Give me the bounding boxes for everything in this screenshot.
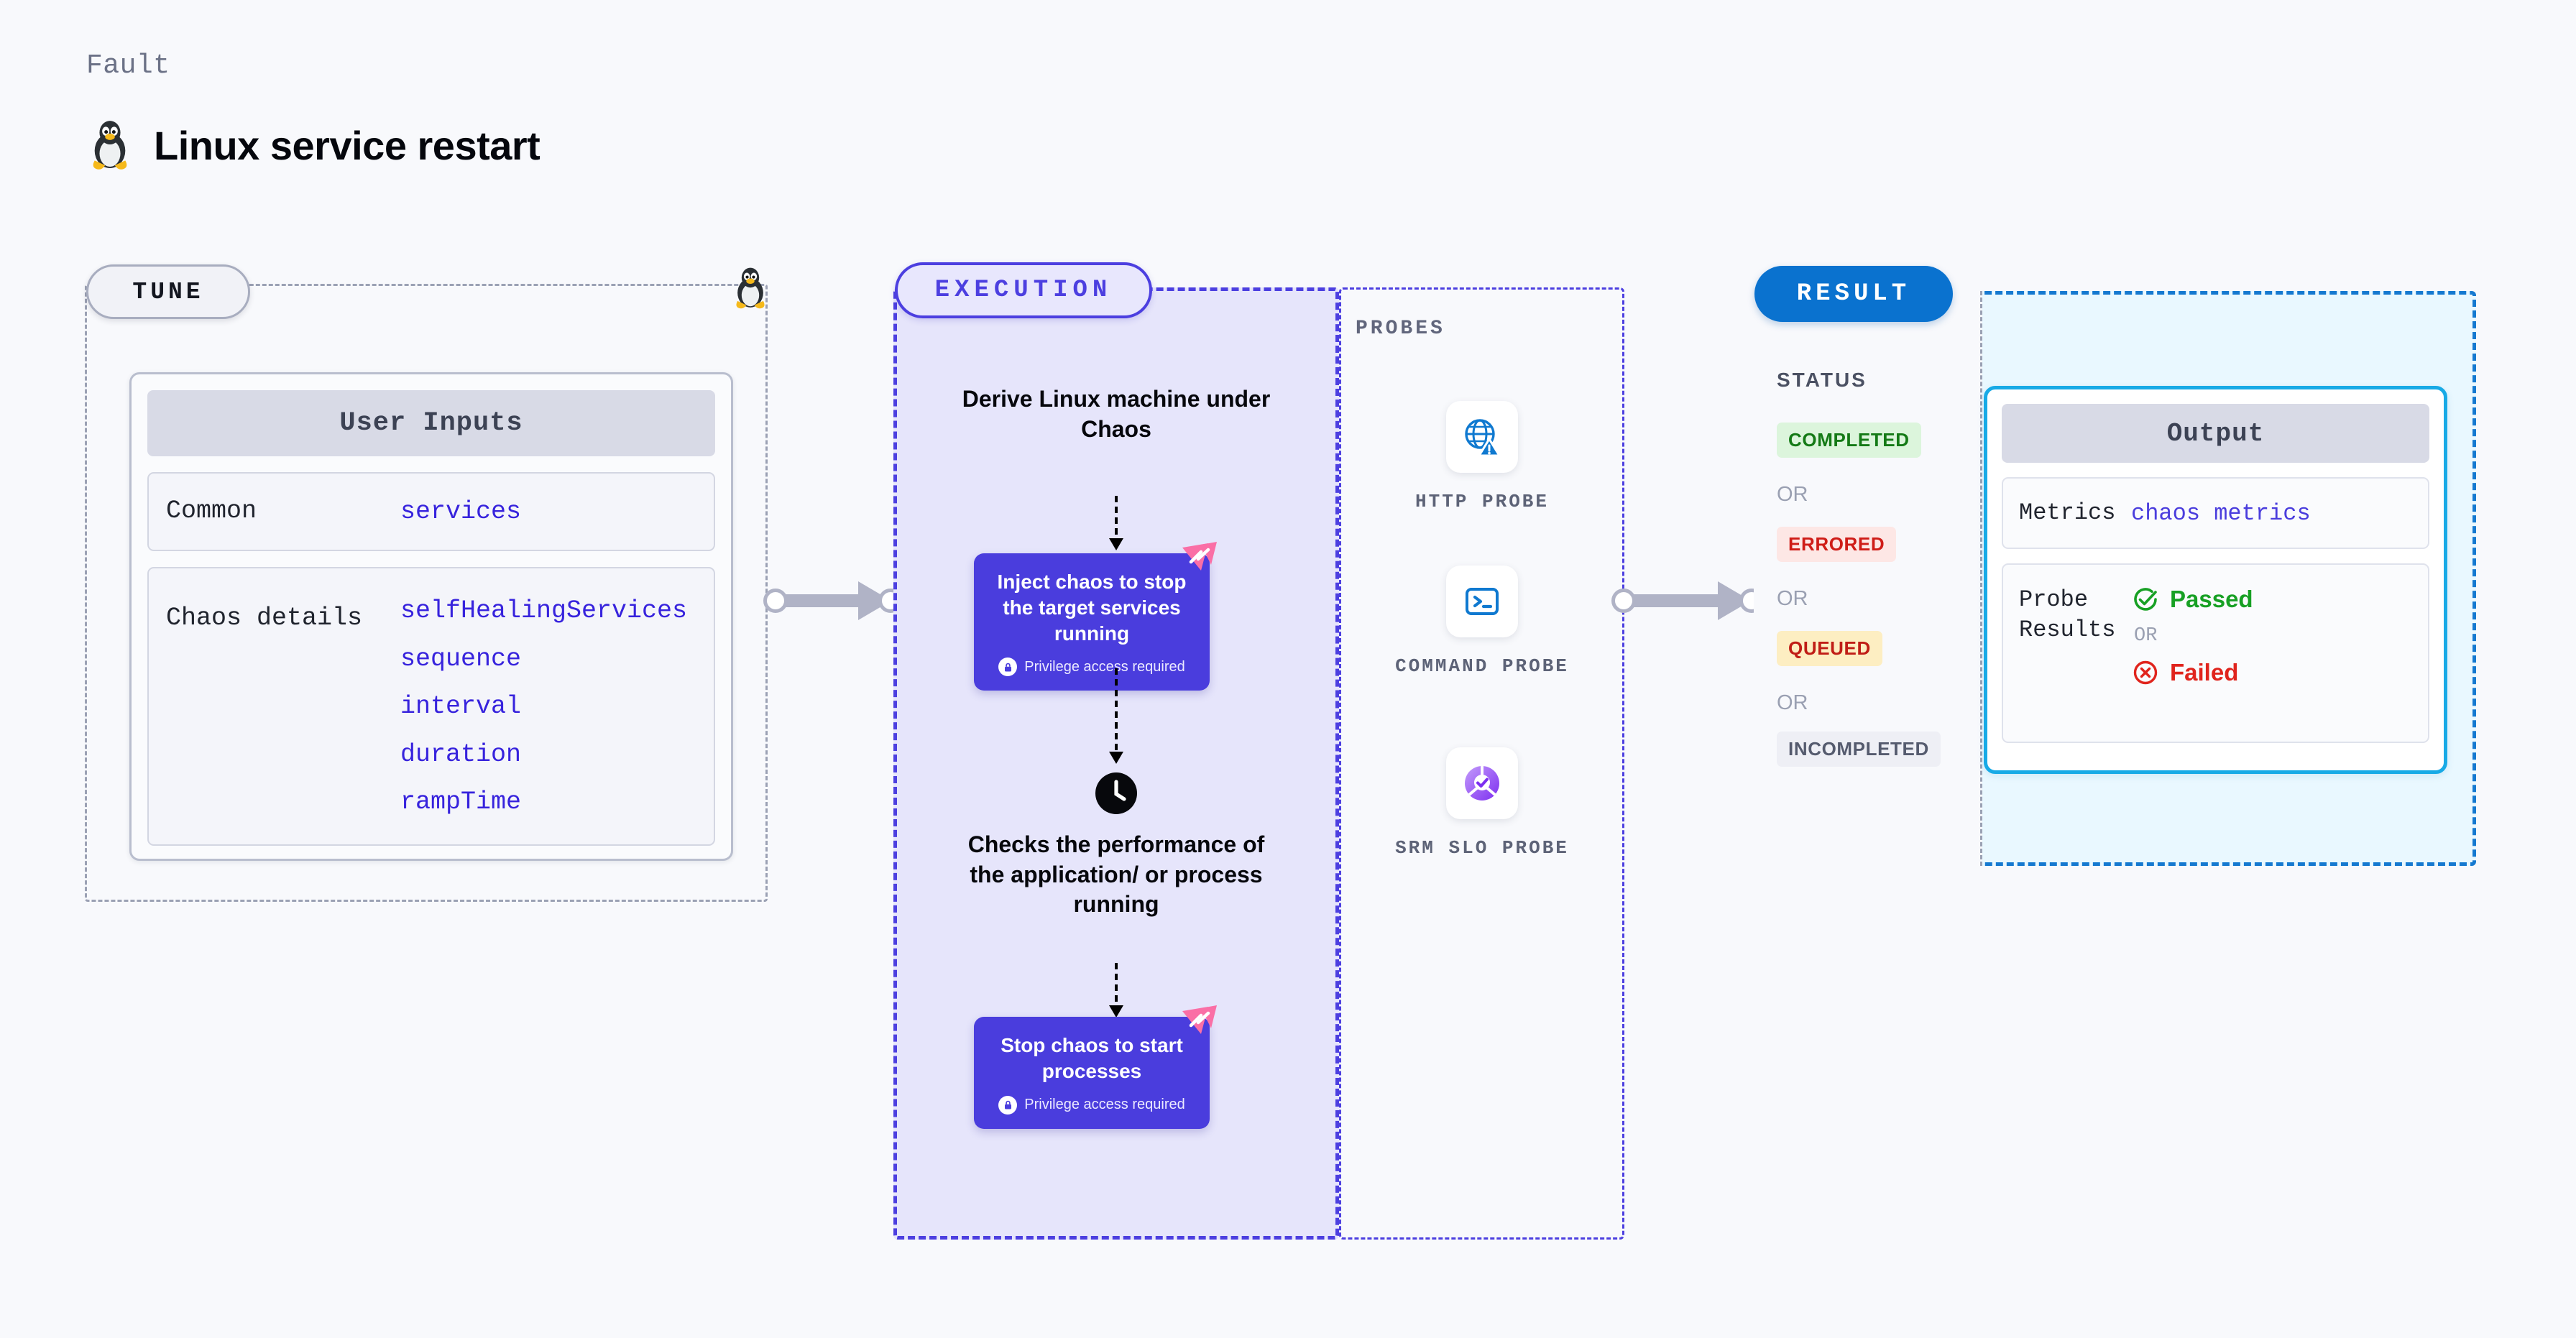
lock-icon — [998, 658, 1018, 677]
status-badge-queued: QUEUED — [1777, 631, 1882, 666]
tune-row-chaos-details: Chaos details selfHealingServices sequen… — [147, 567, 715, 846]
tune-row-key: Common — [166, 497, 257, 526]
tune-row-key: Chaos details — [166, 604, 363, 632]
output-metrics-value[interactable]: chaos metrics — [2131, 499, 2311, 527]
clock-icon — [1095, 772, 1137, 814]
stop-chaos-note: Privilege access required — [1024, 1097, 1185, 1113]
tune-row-values: selfHealingServices sequence interval du… — [400, 597, 687, 816]
probe-tile — [1446, 747, 1518, 819]
probe-label: HTTP PROBE — [1414, 491, 1550, 512]
result-status-column — [1754, 291, 1982, 866]
tune-value-selfhealingservices[interactable]: selfHealingServices — [400, 596, 688, 625]
execution-badge: EXECUTION — [895, 262, 1152, 318]
globe-warning-icon — [1465, 419, 1501, 457]
terminal-icon — [1466, 588, 1499, 615]
lock-icon — [998, 1095, 1018, 1115]
step-derive-machine: Derive Linux machine under Chaos — [962, 386, 1271, 442]
or-label: OR — [1777, 587, 1808, 610]
result-badge: RESULT — [1754, 266, 1953, 322]
output-title: Output — [2002, 404, 2429, 463]
output-probe-key: Probe Results — [2019, 586, 2116, 643]
output-row-probe-results: Probe Results Passed OR Failed — [2002, 563, 2429, 743]
inject-chaos-card[interactable]: Inject chaos to stop the target services… — [974, 542, 1217, 691]
probe-tile — [1446, 401, 1518, 473]
step-checks-performance: Checks the performance of the applicatio… — [967, 831, 1265, 918]
connector-probes-to-result — [1611, 581, 1766, 620]
status-label: STATUS — [1777, 369, 1867, 391]
user-inputs-title: User Inputs — [147, 390, 715, 456]
connector-tune-to-execution — [763, 581, 903, 620]
probe-failed-label: Failed — [2170, 659, 2239, 686]
inject-chaos-note: Privilege access required — [1024, 658, 1185, 675]
page-title-row: Linux service restart — [88, 119, 540, 172]
tune-value-sequence[interactable]: sequence — [400, 644, 522, 673]
tune-value-ramptime[interactable]: rampTime — [400, 788, 522, 816]
stop-chaos-title: Stop chaos to start processes — [1000, 1034, 1183, 1082]
probe-label: SRM SLO PROBE — [1395, 837, 1569, 859]
inject-chaos-title: Inject chaos to stop the target services… — [997, 571, 1187, 645]
probe-tile — [1446, 566, 1518, 637]
tune-value-duration[interactable]: duration — [400, 739, 522, 769]
status-badge-errored: ERRORED — [1777, 527, 1897, 562]
stop-chaos-note-row: Privilege access required — [988, 1095, 1195, 1115]
slo-donut-check-icon — [1465, 766, 1499, 801]
page-eyebrow: Fault — [86, 50, 170, 81]
output-row-metrics: Metrics chaos metrics — [2002, 477, 2429, 549]
or-label: OR — [1777, 691, 1808, 714]
probe-srm-slo[interactable]: SRM SLO PROBE — [1389, 747, 1576, 862]
stop-chaos-card[interactable]: Stop chaos to start processes Privilege … — [974, 1005, 1217, 1129]
status-badge-incompleted: INCOMPLETED — [1777, 732, 1941, 767]
tune-row-common: Common services — [147, 472, 715, 551]
page-title: Linux service restart — [154, 122, 540, 168]
arrow-inject-to-checks — [1109, 668, 1123, 764]
inject-chaos-note-row: Privilege access required — [988, 658, 1195, 677]
or-label: OR — [1777, 483, 1808, 506]
probe-passed-label: Passed — [2170, 586, 2253, 612]
arrow-derive-to-inject — [1109, 496, 1123, 550]
tune-value-interval[interactable]: interval — [400, 692, 522, 721]
tune-value-services[interactable]: services — [400, 497, 522, 526]
status-badge-completed: COMPLETED — [1777, 423, 1921, 458]
user-inputs-card: User Inputs Common services Chaos detail… — [129, 372, 733, 861]
linux-penguin-icon — [93, 121, 127, 170]
output-card: Output Metrics chaos metrics Probe Resul… — [1984, 386, 2447, 774]
arrow-checks-to-stop — [1109, 963, 1123, 1018]
check-circle-icon — [2134, 588, 2157, 611]
linux-penguin-icon-tune — [736, 267, 765, 309]
harness-ribbon-icon — [1182, 542, 1217, 571]
x-circle-icon — [2133, 660, 2158, 685]
probe-command[interactable]: COMMAND PROBE — [1389, 566, 1576, 680]
probe-result-failed: Failed — [2131, 658, 2253, 687]
tune-row-values: services — [400, 498, 521, 526]
probe-result-passed: Passed — [2131, 585, 2253, 614]
output-probe-values: Passed OR Failed — [2131, 585, 2253, 687]
tune-badge: TUNE — [86, 264, 250, 319]
probe-label: COMMAND PROBE — [1395, 655, 1569, 677]
harness-ribbon-icon — [1182, 1005, 1217, 1034]
output-metrics-key: Metrics — [2019, 499, 2116, 527]
or-label: OR — [2134, 625, 2158, 647]
probe-http[interactable]: HTTP PROBE — [1389, 401, 1576, 515]
probes-label: PROBES — [1356, 318, 1445, 340]
